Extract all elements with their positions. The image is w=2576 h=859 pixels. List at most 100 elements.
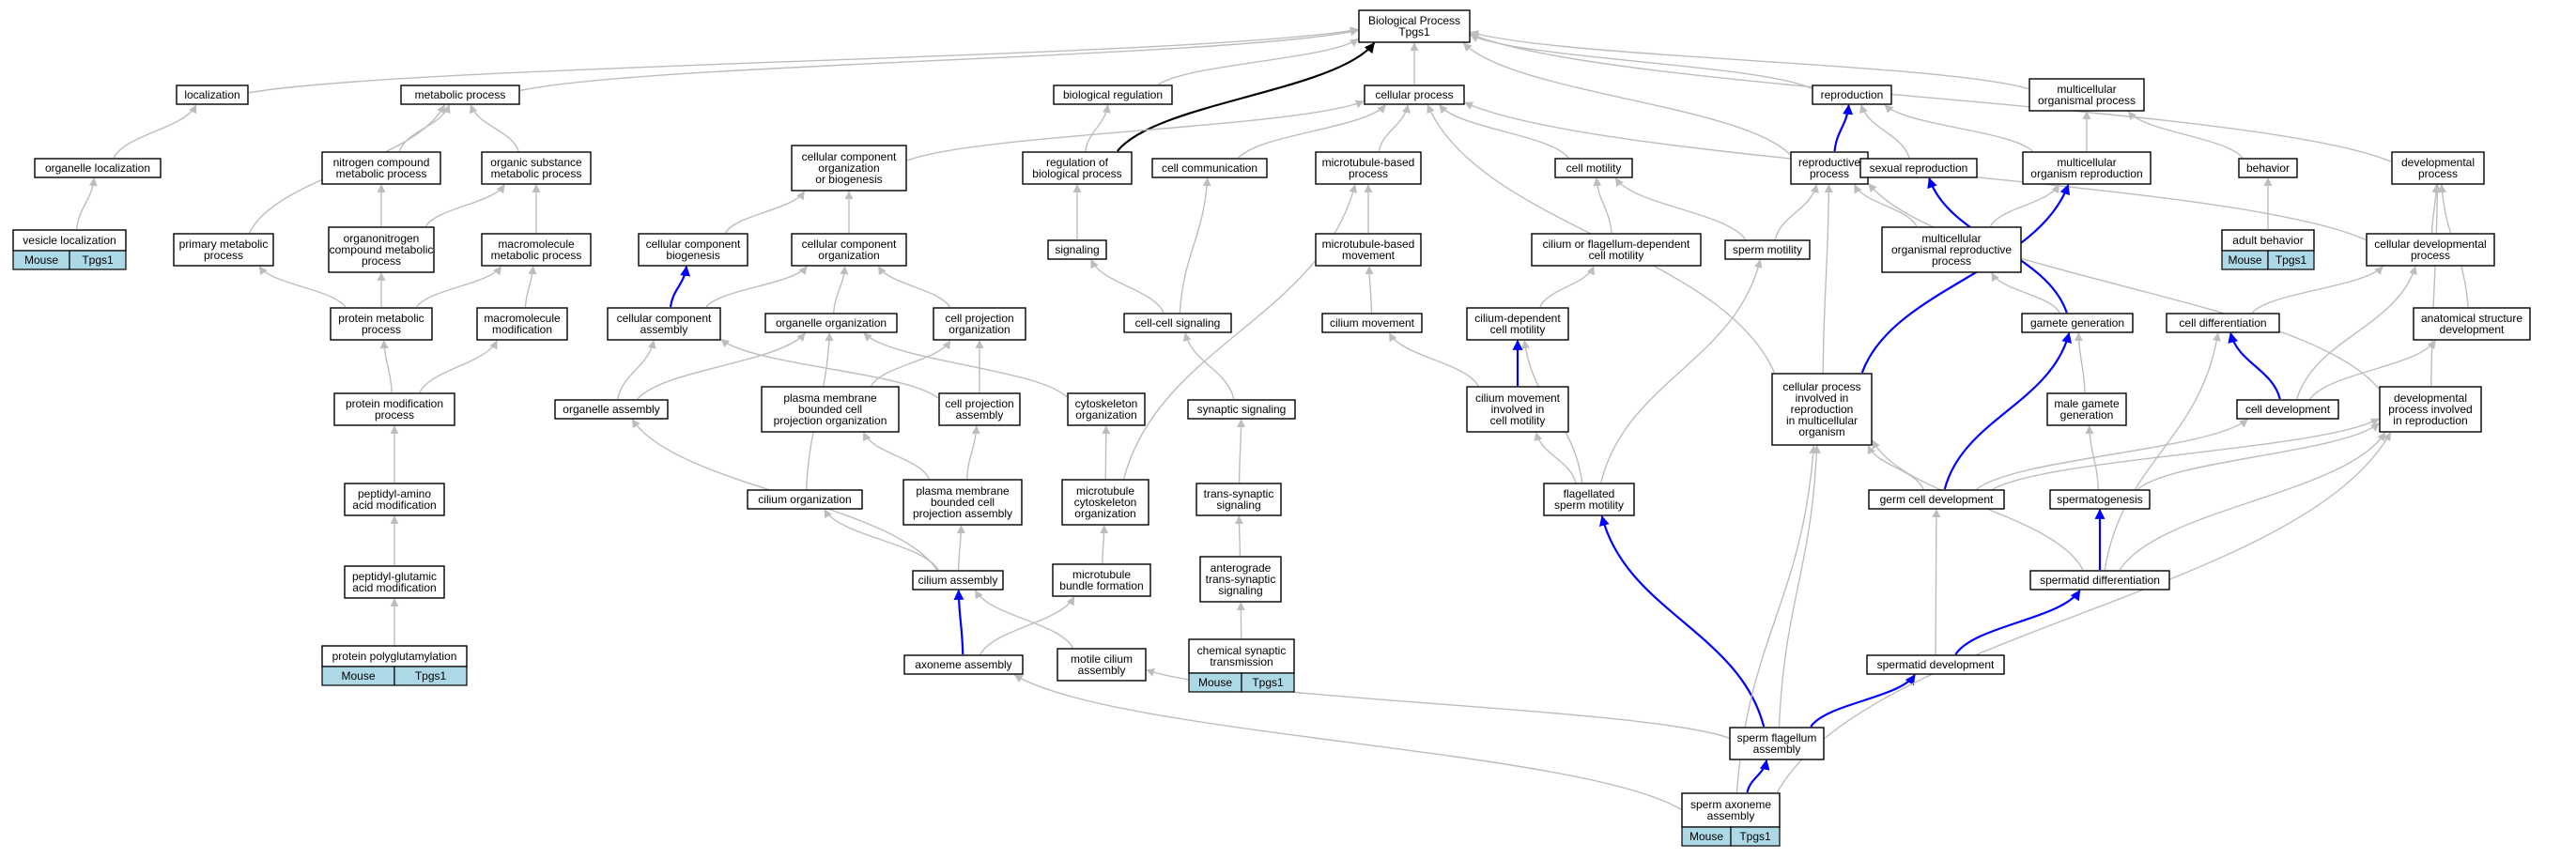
term-box [1315,233,1422,267]
go-term-spermatid-differentiation[interactable]: spermatid differentiation [2029,570,2170,591]
go-term-organelle-localization[interactable]: organelle localization [34,158,162,178]
go-term-gamete-generation[interactable]: gamete generation [2021,313,2134,333]
term-label-line: compound metabolic [330,243,434,256]
go-term-sperm-motility[interactable]: sperm motility [1724,239,1811,260]
term-box [321,151,441,185]
term-label-line: cell differentiation [2179,316,2266,330]
go-term-cilium-organization[interactable]: cilium organization [747,489,863,510]
go-term-organelle-organization[interactable]: organelle organization [764,313,898,333]
edge-trans-synaptic-to-synaptic-signaling [1237,419,1246,483]
go-term-reproduction[interactable]: reproduction [1812,84,1892,105]
term-label-line: Tpgs1 [1398,25,1430,38]
go-term-cilium-movement[interactable]: cilium movement [1321,313,1423,333]
term-box [1123,313,1232,333]
term-label-line: signaling [1055,243,1099,256]
go-term-cell-development[interactable]: cell development [2236,399,2339,420]
edge-sperm-flagellum-assembly-to-spermatid-development [1810,674,1916,728]
annotation-gene: Tpgs1 [2275,253,2307,267]
go-term-germ-cell-development[interactable]: germ cell development [1868,489,2005,510]
term-label-line: organization [818,249,879,262]
term-label-line: or biogenesis [815,173,882,186]
go-term-organelle-assembly[interactable]: organelle assembly [554,399,669,420]
edge-regulation-biological-to-biological-regulation [1085,104,1111,152]
term-box [912,570,1004,591]
term-label-line: bounded cell [931,496,995,509]
go-term-cell-motility[interactable]: cell motility [1554,158,1633,178]
go-term-metabolic-process[interactable]: metabolic process [400,84,520,105]
term-label-line: germ cell development [1880,493,1994,506]
term-label-line: sperm motility [1554,499,1624,512]
go-term-spermatid-development[interactable]: spermatid development [1866,654,2005,675]
go-term-cell-communication[interactable]: cell communication [1151,158,1268,178]
go-term-synaptic-signaling[interactable]: synaptic signaling [1187,399,1296,420]
edge-synaptic-signaling-to-cell-cell-signaling [1182,332,1235,400]
term-box [344,565,445,599]
term-box [747,489,863,510]
edge-axoneme-assembly-to-cilium-assembly [953,589,964,655]
go-term-cilium-assembly[interactable]: cilium assembly [912,570,1004,591]
go-term-cell-differentiation[interactable]: cell differentiation [2166,313,2280,333]
go-term-cell-cell-signaling[interactable]: cell-cell signaling [1123,313,1232,333]
term-label-line: reproduction [1821,88,1884,101]
edge-metabolic-process-to-root [519,27,1359,92]
go-term-cellular-process[interactable]: cellular process [1364,84,1465,105]
go-term-behavior[interactable]: behavior [2238,158,2298,178]
go-term-signaling[interactable]: signaling [1047,239,1107,260]
edge-flagellated-sperm-motility-to-sperm-motility [1600,259,1763,483]
go-term-sexual-reproduction[interactable]: sexual reproduction [1859,158,1978,178]
term-label-line: cilium movement [1330,316,1415,330]
go-term-biological-regulation[interactable]: biological regulation [1053,84,1173,105]
go-term-spermatogenesis[interactable]: spermatogenesis [2049,489,2151,510]
go-term-localization[interactable]: localization [176,84,249,105]
go-term-axoneme-assembly[interactable]: axoneme assembly [903,654,1024,675]
